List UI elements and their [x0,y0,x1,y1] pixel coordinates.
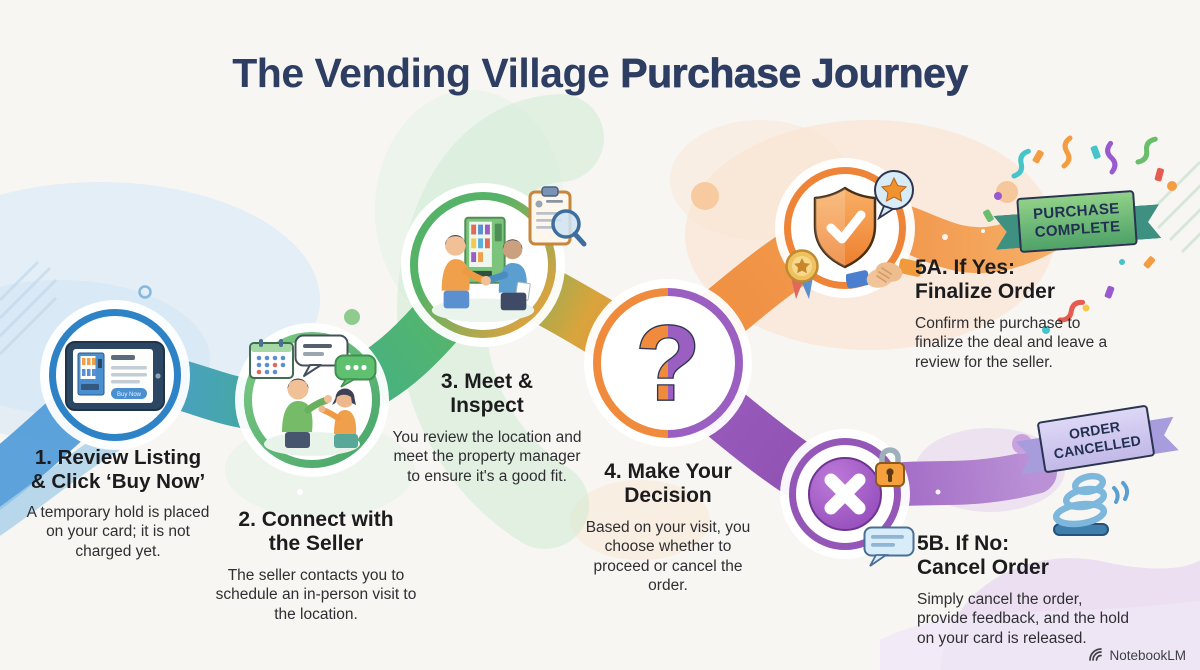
padlock-icon [875,447,905,487]
star-badge-icon [874,170,914,221]
step4-node: ? [593,288,743,438]
step1-desc: A temporary hold is placed on your card;… [26,503,210,560]
step5a-title: 5A. If Yes: Finalize Order [915,256,1056,304]
step1-title: 1. Review Listing & Click ‘Buy Now’ [30,446,206,493]
step5b-circle [789,438,901,550]
step5a-text: 5A. If Yes: Finalize Order Confirm the p… [915,256,1115,372]
tablet-vending-listing-icon: Buy Now [65,341,165,411]
step2-desc: The seller contacts you to schedule an i… [215,566,417,623]
purchase-complete-label: PURCHASE COMPLETE [1016,189,1138,253]
step2-text: 2. Connect with the Seller The seller co… [208,508,424,624]
page-title: The Vending Village Purchase Journey [0,50,1200,97]
notebooklm-watermark: NotebookLM [1088,647,1186,663]
step4-desc: Based on your visit, you choose whether … [585,518,751,595]
step4-circle: ? [593,288,743,438]
step4-text: 4. Make Your Decision Based on your visi… [576,460,760,596]
step2-title: 2. Connect with the Seller [238,508,394,556]
notebooklm-logo-icon [1089,648,1103,661]
medal-icon [785,249,819,299]
clipboard-magnifier-icon [528,186,587,247]
step1-text: 1. Review Listing & Click ‘Buy Now’ A te… [20,446,216,561]
svg-text:?: ? [636,306,700,423]
question-mark-icon: ? [634,304,701,424]
step5a-node [784,167,922,299]
step3-desc: You review the location and meet the pro… [392,428,582,485]
step5b-node [789,438,915,567]
calendar-icon [249,339,294,379]
step3-title: 3. Meet & Inspect [440,370,534,418]
handshake-icon [846,258,922,289]
step2-node [244,332,380,468]
feedback-bubble-icon [863,526,915,567]
confetti [983,135,1177,334]
step5b-text: 5B. If No: Cancel Order Simply cancel th… [917,532,1137,648]
step1-node: Buy Now [49,309,181,441]
chat-bubble-icon [294,334,349,377]
step1-circle: Buy Now [49,309,181,441]
step3-node [410,186,587,338]
step4-title: 4. Make Your Decision [604,460,732,508]
buy-now-button-label: Buy Now [117,392,142,398]
purchase-complete-banner: PURCHASE COMPLETE [1016,189,1138,253]
step3-text: 3. Meet & Inspect You review the locatio… [385,370,589,486]
watermark-label: NotebookLM [1109,647,1186,663]
title-part2: Purchase Journey [620,50,969,97]
step5b-desc: Simply cancel the order, provide feedbac… [917,590,1129,647]
title-part1: The Vending Village [232,50,610,96]
spring-icon [1052,472,1130,536]
x-circle-icon [808,457,882,531]
shield-check-icon [813,186,877,269]
step5a-desc: Confirm the purchase to finalize the dea… [915,314,1108,371]
two-people-talking-illustration [264,378,360,456]
handshake-people-illustration [431,216,535,323]
step5b-title: 5B. If No: Cancel Order [917,532,1049,580]
typing-bubble-icon [334,354,377,388]
